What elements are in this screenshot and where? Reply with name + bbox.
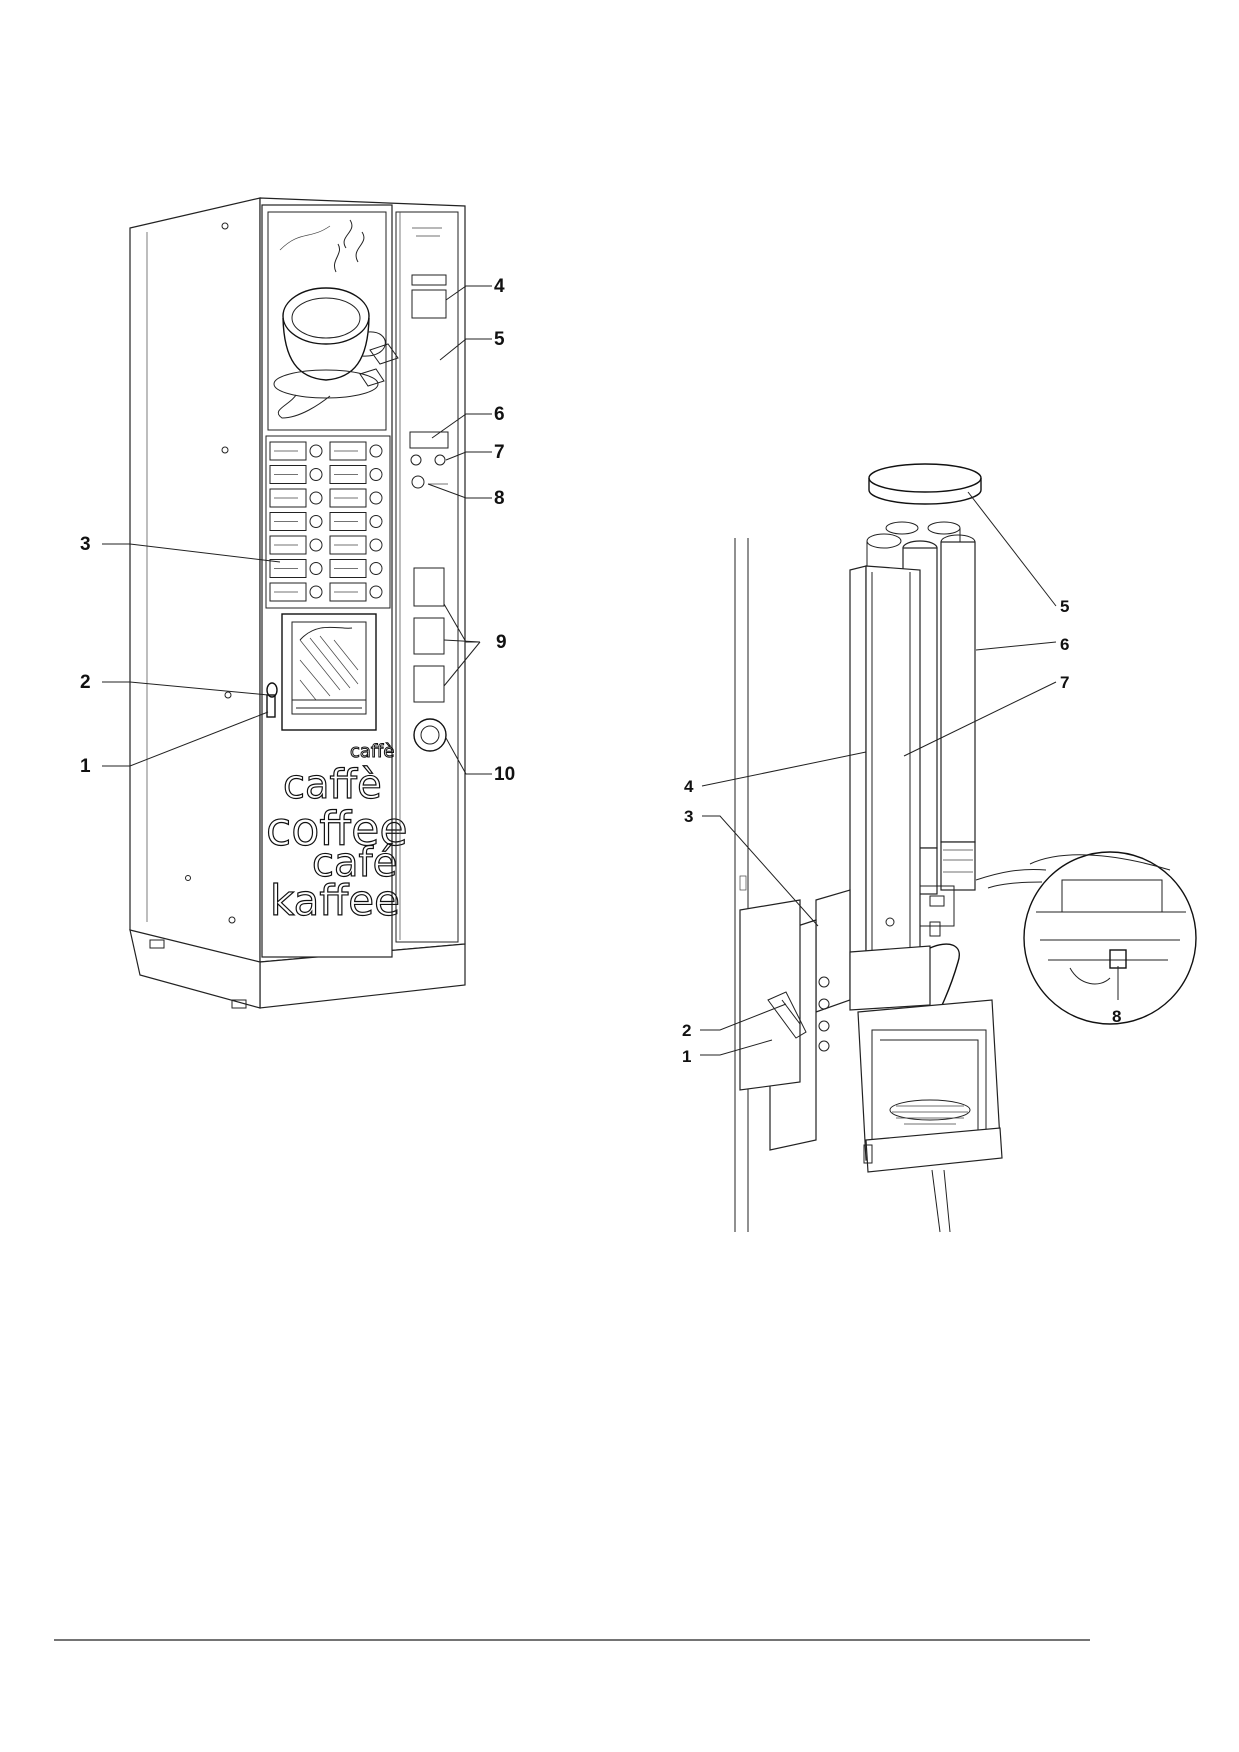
selection-button [309, 585, 323, 599]
callout-2: 2 [80, 672, 91, 693]
cup-callout-4: 4 [684, 777, 694, 796]
selection-label [329, 512, 367, 531]
selection-label [269, 559, 307, 578]
callout-8: 8 [494, 488, 505, 509]
cup-callout-1: 1 [682, 1047, 691, 1066]
lever-2 [767, 991, 807, 1039]
door-word-kaffee: kaffee [270, 876, 400, 925]
selection-button [369, 468, 383, 481]
column-guide [849, 565, 921, 977]
selection-button [309, 491, 323, 505]
selection-button [369, 515, 383, 528]
selection-label [329, 441, 367, 461]
cup-callout-2: 2 [682, 1021, 691, 1040]
microswitch-8 [1109, 949, 1127, 969]
selection-button [309, 515, 323, 528]
selection-button [369, 562, 383, 575]
selection-label [329, 465, 367, 484]
selection-button [369, 444, 383, 458]
cup-callout-7: 7 [1060, 673, 1069, 692]
magnified-detail [975, 851, 1197, 1025]
right-leader-lines [700, 491, 1119, 1056]
door-word-cafe: café [312, 840, 397, 886]
callout-7: 7 [494, 442, 505, 463]
callout-10: 10 [494, 764, 515, 785]
selection-label [269, 441, 307, 461]
selection-button [369, 585, 383, 599]
cup-callout-3: 3 [684, 807, 693, 826]
door-graphic-text: caffè caffè coffee café kaffee [265, 741, 408, 926]
selection-button [309, 468, 323, 481]
callout-3: 3 [80, 534, 91, 555]
selection-label [269, 535, 307, 555]
callout-9: 9 [496, 632, 507, 653]
selection-button [369, 491, 383, 505]
selection-buttons [265, 435, 391, 609]
cup-dispenser-figure: 5 6 7 4 3 2 1 8 [682, 463, 1197, 1233]
cup-compartment [857, 999, 1003, 1233]
selection-label [329, 535, 367, 555]
door-lock [266, 682, 278, 718]
cup-callout-6: 6 [1060, 635, 1069, 654]
selection-button [309, 562, 323, 575]
left-callouts: 4 5 6 7 8 9 10 3 2 1 [80, 276, 515, 785]
top-graphic-panel [267, 211, 387, 431]
release-mechanism [739, 885, 960, 1151]
key-lock [413, 718, 447, 752]
display-window [411, 289, 447, 319]
callout-1: 1 [80, 756, 91, 777]
column-lid [868, 463, 982, 505]
callout-4: 4 [494, 276, 505, 297]
coffee-cup-illustration [273, 219, 399, 419]
coin-return-button [411, 475, 425, 489]
cup-callout-8: 8 [1112, 1007, 1121, 1026]
selection-label [269, 465, 307, 484]
cup-callout-5: 5 [1060, 597, 1069, 616]
selection-button [369, 538, 383, 552]
selection-label [329, 582, 367, 602]
callout-5: 5 [494, 329, 505, 350]
door-word-caffe: caffè [283, 762, 382, 808]
cabinet-side [129, 197, 261, 991]
selection-button [309, 538, 323, 552]
selection-label [269, 582, 307, 602]
control-column [395, 211, 459, 943]
right-callouts: 5 6 7 4 3 2 1 8 [682, 597, 1121, 1066]
selection-label [269, 512, 307, 531]
dispensing-compartment [281, 613, 377, 731]
vending-machine-figure: caffè caffè coffee café kaffee [80, 197, 515, 1009]
left-leader-lines [102, 285, 492, 775]
callout-6: 6 [494, 404, 505, 425]
selection-button [309, 444, 323, 458]
door-hinge-plate [739, 899, 801, 1091]
selection-label [329, 488, 367, 508]
lcd-display [409, 431, 449, 449]
selection-label [329, 559, 367, 578]
door-word-coffee: coffee [266, 802, 408, 856]
door-word-small: caffè [350, 741, 394, 762]
selection-label [269, 488, 307, 508]
